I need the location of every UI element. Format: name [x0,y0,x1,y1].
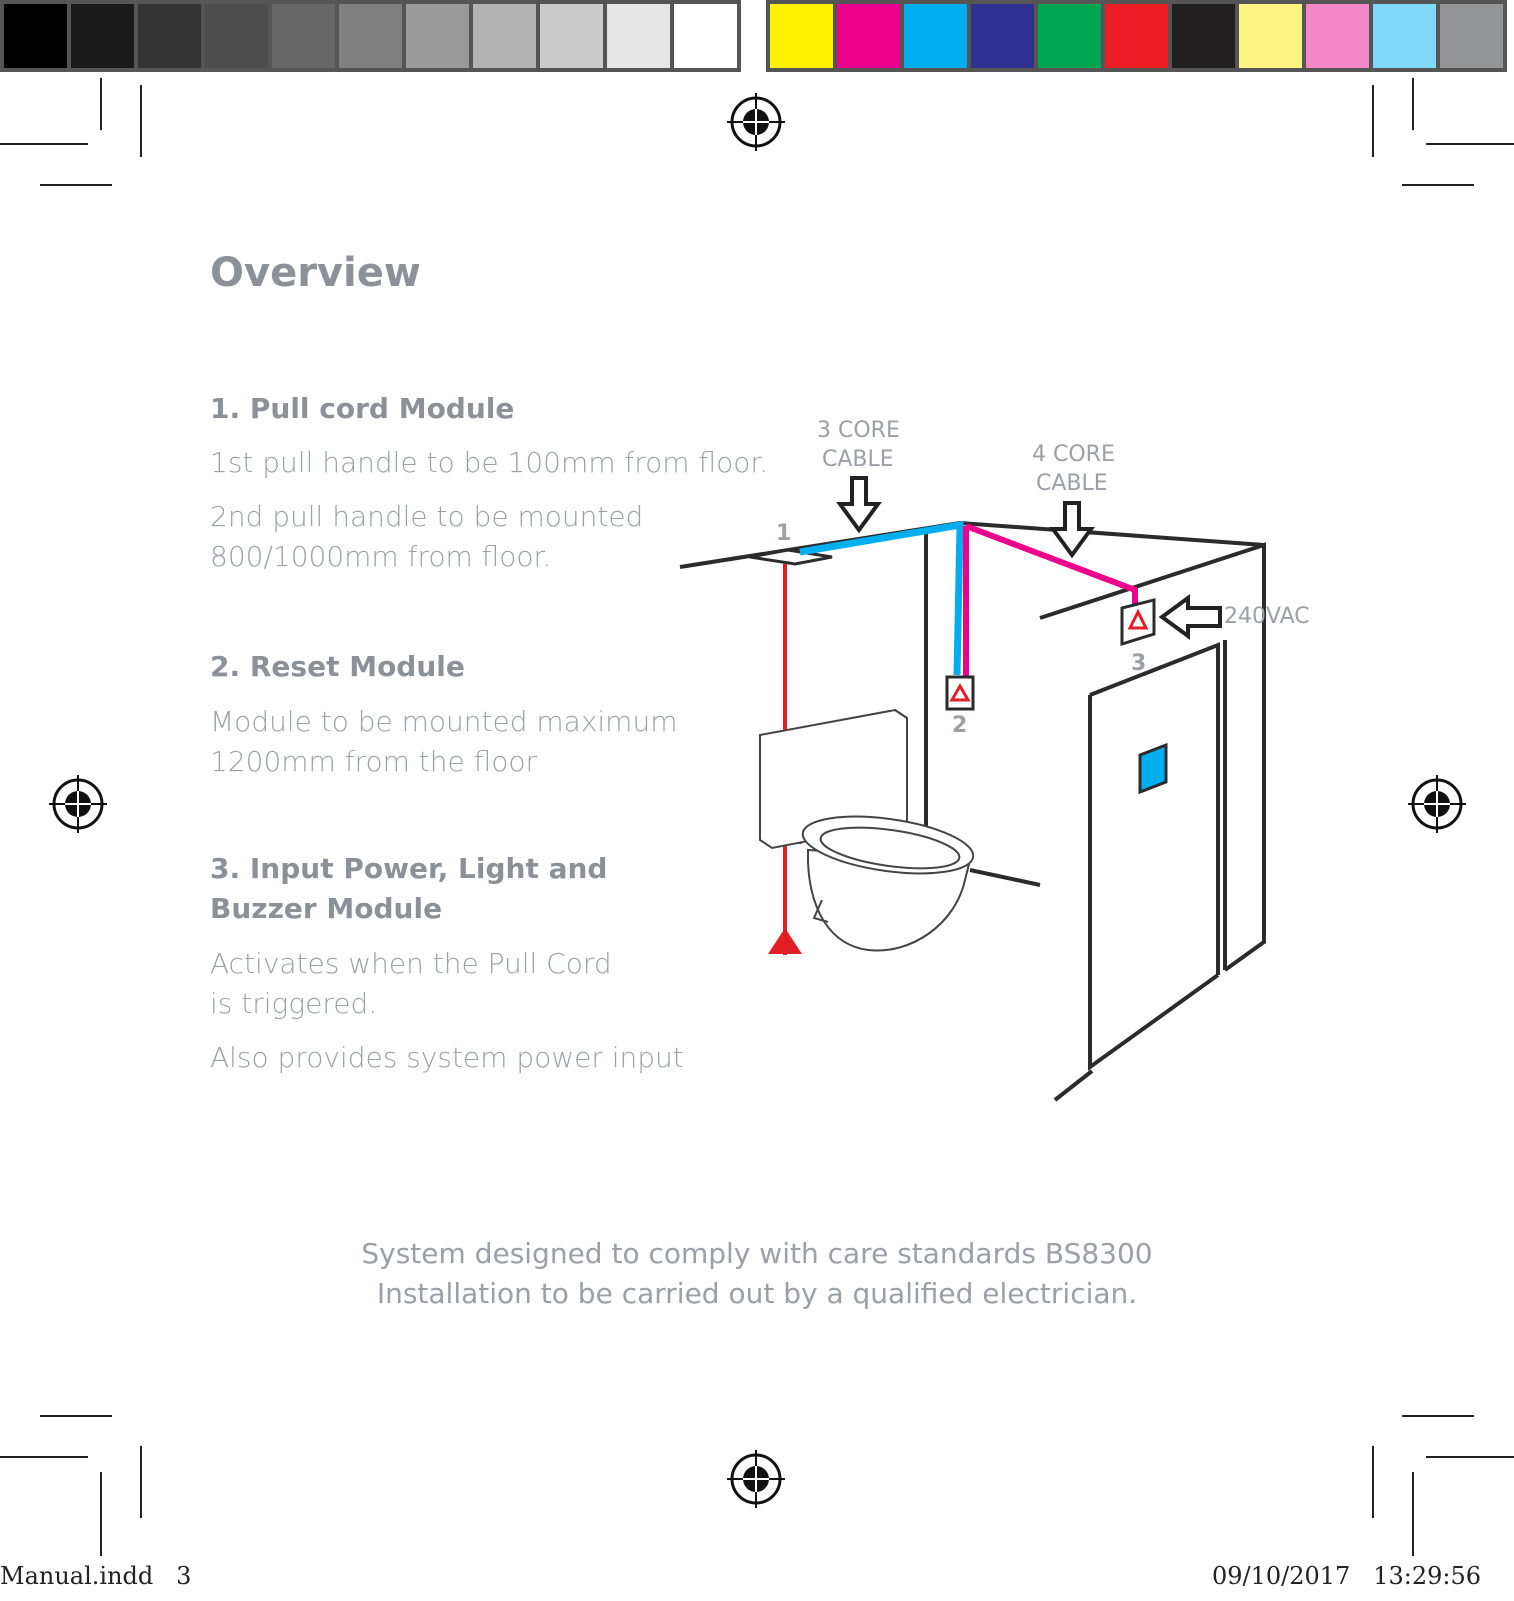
label-4-core-cable: 4 CORE [1032,442,1115,467]
module-marker-1: 1 [776,521,791,546]
crop-mark [100,78,102,130]
crop-mark [40,184,112,186]
color-swatch [339,0,406,72]
section-heading-input-power: 3. Input Power, Light and [210,852,608,885]
color-swatch [971,0,1038,72]
pull-handle-lower [768,928,802,954]
crop-mark [1412,78,1414,130]
arrow-left-icon [1158,594,1222,640]
color-swatch [0,0,71,72]
registration-mark-icon [727,93,785,151]
crop-mark [1402,184,1474,186]
section-text: Module to be mounted maximum [210,705,678,738]
label-4-core-cable-line2: CABLE [1036,471,1108,496]
four-core-cable [964,523,1138,605]
label-3-core-cable: 3 CORE [817,418,900,443]
color-swatch [1172,0,1239,72]
section-text: is triggered. [210,987,378,1020]
grayscale-calibration-bar [0,0,741,72]
crop-mark [100,1472,102,1556]
slug-datetime: 09/10/2017 13:29:56 [1212,1562,1482,1590]
warning-triangle-icon [1127,608,1149,630]
color-swatch [71,0,138,72]
module-marker-2: 2 [952,713,967,738]
section-text: 1200mm from the floor [210,745,538,778]
label-240vac: 240VAC [1224,604,1310,629]
module-marker-3: 3 [1131,651,1146,676]
color-swatch [272,0,339,72]
section-heading-reset-module: 2. Reset Module [210,650,465,683]
registration-mark-icon [727,1450,785,1508]
color-swatch [766,0,837,72]
color-swatch [1440,0,1507,72]
reset-module [945,675,975,711]
label-3-core-cable-line2: CABLE [822,447,894,472]
door-panel [1088,695,1220,1071]
arrow-down-icon [836,476,882,534]
color-calibration-bar [766,0,1507,72]
section-heading-pull-cord: 1. Pull cord Module [210,392,515,425]
color-swatch [607,0,674,72]
crop-mark [1426,143,1514,145]
partition-top [1039,542,1266,972]
crop-mark [1402,1415,1474,1417]
door-base [1053,1069,1094,1102]
color-swatch [1105,0,1172,72]
section-text: 1st pull handle to be 100mm from floor. [210,446,769,479]
door-frame [1089,642,1220,975]
color-swatch [540,0,607,72]
pull-cord-module-ceiling-plate [749,548,833,566]
back-wall-floor [969,868,1041,887]
installation-note: Installation to be carried out by a qual… [376,1277,1138,1310]
crop-mark [40,1415,112,1417]
page-title: Overview [210,250,421,296]
section-text: Activates when the Pull Cord [210,947,612,980]
color-swatch [1239,0,1306,72]
color-swatch [473,0,540,72]
door-light-indicator [1138,742,1168,795]
slug-filename: Manual.indd 3 [0,1562,192,1590]
color-swatch [205,0,272,72]
section-text: 2nd pull handle to be mounted [210,500,644,533]
compliance-note: System designed to comply with care stan… [361,1237,1153,1270]
warning-triangle-icon [949,682,971,702]
registration-mark-icon [1408,775,1466,833]
section-heading-input-power-line2: Buzzer Module [210,892,443,925]
toilet-icon [759,708,975,952]
color-swatch [138,0,205,72]
crop-mark [1372,1446,1374,1518]
crop-mark [0,1456,88,1458]
color-swatch [904,0,971,72]
crop-mark [140,85,142,157]
arrow-down-icon [1049,501,1095,559]
crop-mark [1412,1472,1414,1556]
crop-mark [0,143,88,145]
power-module [1120,598,1156,647]
color-swatch [406,0,473,72]
crop-mark [140,1446,142,1518]
color-swatch [837,0,904,72]
registration-mark-icon [49,775,107,833]
three-core-cable [799,520,964,676]
crop-mark [1426,1456,1514,1458]
color-swatch [1038,0,1105,72]
color-swatch [1373,0,1440,72]
color-swatch [674,0,741,72]
color-swatch [1306,0,1373,72]
crop-mark [1372,85,1374,157]
section-text: 800/1000mm from floor. [210,540,552,573]
section-text: Also provides system power input [210,1041,684,1074]
